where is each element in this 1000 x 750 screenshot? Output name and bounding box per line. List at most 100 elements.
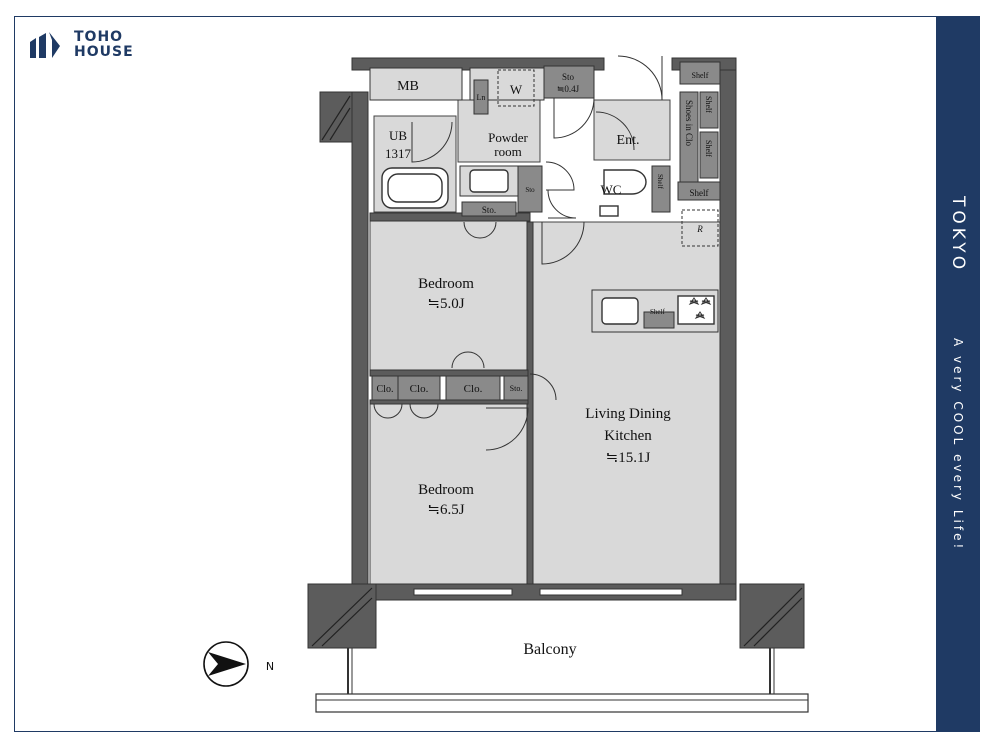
label-shelf-4: Shelf <box>690 188 709 198</box>
ub-door <box>411 121 453 163</box>
walls <box>307 57 805 649</box>
entry-door <box>617 55 663 101</box>
se-column <box>739 583 805 649</box>
powder-floor <box>457 99 541 163</box>
label-sto-top: Sto <box>562 72 575 82</box>
sto-small-box <box>517 165 543 213</box>
label-bedroom-2: Bedroom <box>418 482 474 498</box>
ent-inner-door <box>595 111 635 151</box>
label-living-1: Living Dining <box>585 406 671 422</box>
balcony <box>315 648 809 713</box>
entrance-floor <box>593 99 671 161</box>
compass-label: N <box>266 660 274 673</box>
ln-shelf <box>473 79 489 115</box>
closet-doors-left <box>373 403 403 419</box>
label-mb: MB <box>397 79 419 94</box>
bedroom1-closet-doors <box>463 221 497 239</box>
hall-door-2 <box>547 189 577 219</box>
compass-icon <box>203 641 249 687</box>
label-r: R <box>696 224 703 234</box>
bedroom-divider-bottom <box>369 399 529 405</box>
vertical-labels: Shoes in Clo Shelf Shelf Shelf Shelf <box>650 96 713 316</box>
fridge-box <box>681 209 719 247</box>
kitchen-sink <box>601 297 639 325</box>
label-kitchen-shelf: Shelf <box>650 308 665 316</box>
label-ent: Ent. <box>617 133 640 148</box>
bedroom-2-floor <box>369 399 529 586</box>
label-living-size: ≒15.1J <box>606 450 651 466</box>
sidebar-tagline: A very COOL every Life! <box>951 338 965 552</box>
west-wall <box>351 91 369 593</box>
floor-areas <box>369 99 721 586</box>
label-wc: WC <box>601 182 622 197</box>
bedroom-1-floor <box>369 219 529 371</box>
brand-logo-icon <box>30 32 60 58</box>
brand-name: TOHO HOUSE <box>74 30 134 60</box>
column-hatching <box>311 95 803 647</box>
window-bedroom <box>413 588 513 596</box>
label-ub-size: 1317 <box>385 146 412 161</box>
dashed-appliances <box>497 69 719 247</box>
label-bedroom-2-size: ≒6.5J <box>427 502 464 518</box>
burners <box>688 297 712 320</box>
shelf-2 <box>699 91 719 129</box>
clo-2 <box>397 375 441 401</box>
washbasin <box>469 169 509 193</box>
label-living-2: Kitchen <box>604 428 652 444</box>
washer-box <box>497 69 535 107</box>
label-ub: UB <box>389 128 407 143</box>
living-floor <box>531 221 721 586</box>
brand-sidebar <box>936 16 980 732</box>
mb-closet <box>369 67 463 101</box>
door-swings <box>373 55 663 451</box>
bedroom-divider-top <box>369 369 529 377</box>
label-shelf-3: Shelf <box>704 140 713 157</box>
label-bedroom-1: Bedroom <box>418 276 474 292</box>
living-door <box>541 221 585 265</box>
label-shoes: Shoes in Clo <box>684 100 694 147</box>
shelf-1 <box>679 61 721 85</box>
hall-door-1 <box>545 161 575 191</box>
east-wall <box>719 57 737 593</box>
closet-doors-mid <box>409 403 439 419</box>
label-sto-mid: Sto. <box>482 205 496 215</box>
label-shelf-1: Shelf <box>692 71 709 80</box>
sto-mid-box <box>461 201 517 217</box>
label-w: W <box>510 82 523 97</box>
label-wc-shelf: Shelf <box>656 174 664 189</box>
label-bedroom-1-size: ≒5.0J <box>427 296 464 312</box>
brand-line-1: TOHO <box>74 29 124 45</box>
label-sto-clo: Sto. <box>510 384 523 393</box>
sto-clo <box>503 375 529 401</box>
sidebar-city: TOKYO <box>948 196 968 274</box>
label-powder-2: room <box>494 144 521 159</box>
bath-bedroom-wall <box>369 212 531 222</box>
label-clo-1: Clo. <box>377 384 394 395</box>
sto-top <box>543 65 595 99</box>
label-clo-3: Clo. <box>464 383 483 395</box>
clo-3 <box>445 375 501 401</box>
shelf-4 <box>677 181 721 201</box>
label-powder-1: Powder <box>488 130 528 145</box>
bedroom2-door <box>485 407 529 451</box>
brand-logo: TOHO HOUSE <box>26 28 156 68</box>
label-balcony: Balcony <box>523 641 576 658</box>
brand-line-2: HOUSE <box>74 44 134 60</box>
wc-shelf <box>651 165 671 213</box>
label-sto-top-size: ≒0.4J <box>557 84 580 94</box>
window-living <box>539 588 683 596</box>
closet-doors-top <box>451 351 485 369</box>
label-clo-2: Clo. <box>410 383 429 395</box>
toilet <box>603 169 647 195</box>
room-labels: MB W Sto ≒0.4J UB 1317 Ln Powder room En… <box>266 71 709 673</box>
label-sto-small: Sto <box>525 186 535 194</box>
balcony-rail <box>315 693 809 713</box>
kitchen-shelf <box>643 311 675 329</box>
label-shelf-2: Shelf <box>704 96 713 113</box>
sto-door <box>529 373 557 401</box>
shelf-3 <box>699 131 719 179</box>
label-ln: Ln <box>477 93 486 102</box>
south-windows <box>413 588 683 596</box>
powder-door <box>553 97 595 139</box>
